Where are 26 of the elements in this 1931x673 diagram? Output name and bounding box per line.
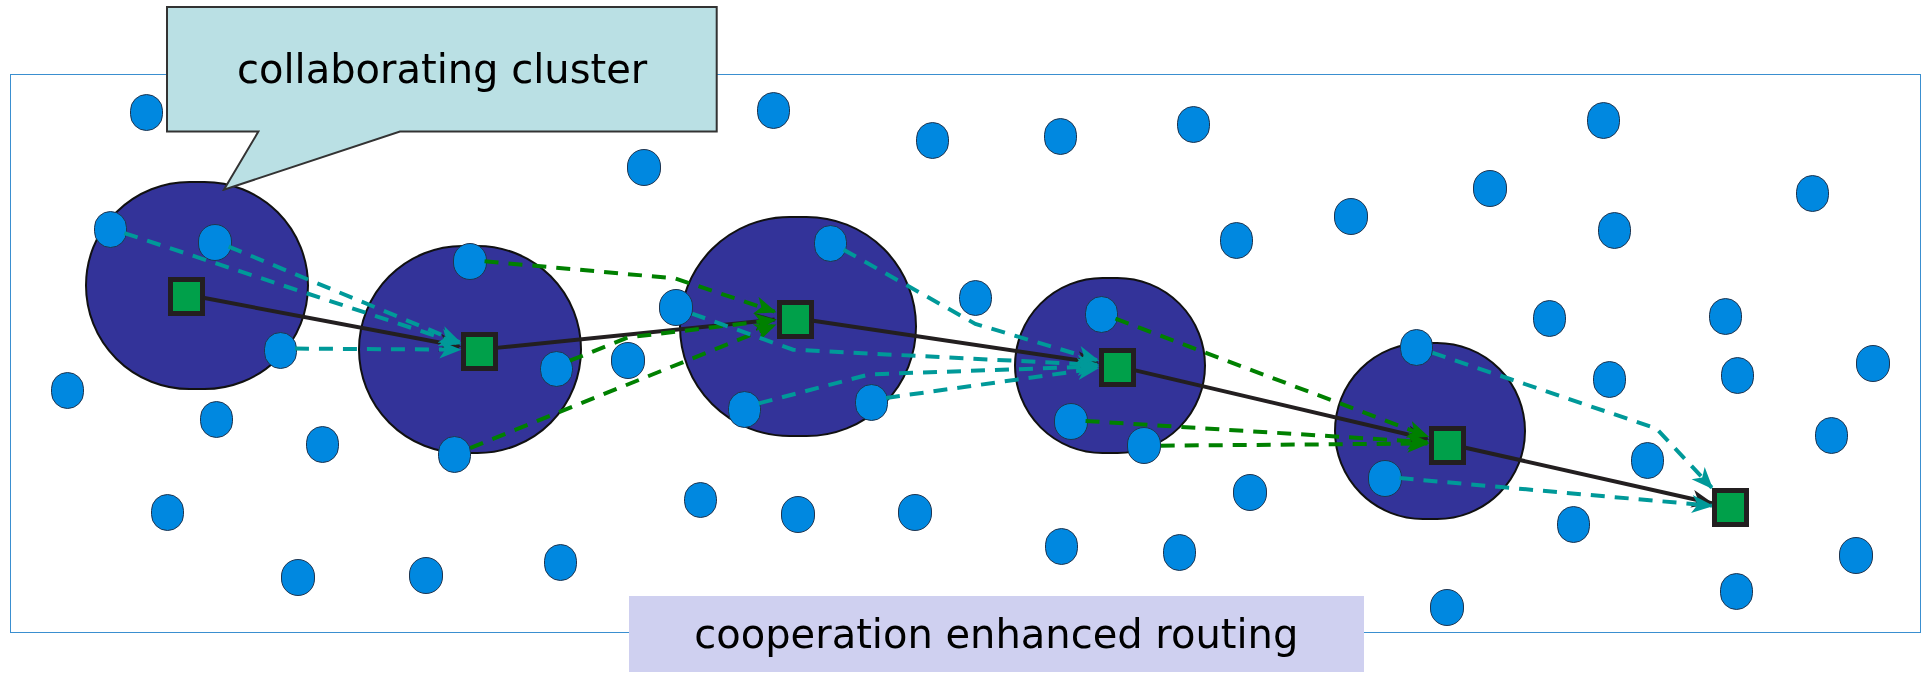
arrow <box>1133 368 1430 444</box>
arrow <box>496 312 777 350</box>
arrow <box>123 231 462 346</box>
arrow <box>569 313 777 363</box>
arrow <box>842 247 1100 364</box>
node-square <box>1099 348 1137 388</box>
node-square <box>1711 487 1749 528</box>
label-band <box>628 596 1364 673</box>
arrow <box>1160 434 1430 453</box>
arrow <box>758 358 1100 406</box>
node-square <box>168 276 206 317</box>
node-label: collaborating cluster <box>236 44 648 94</box>
speech-bubble <box>166 6 718 191</box>
node-square <box>776 300 814 340</box>
arrow <box>1085 418 1430 450</box>
arrow <box>1399 476 1714 513</box>
arrow <box>484 259 777 314</box>
node-square <box>461 332 499 372</box>
arrow <box>469 323 777 450</box>
arrow <box>227 244 462 344</box>
arrow <box>1431 350 1714 490</box>
node-square <box>1429 425 1467 465</box>
node-label: cooperation enhanced routing <box>694 610 1299 660</box>
arrow <box>1463 445 1714 508</box>
arrow <box>1114 316 1430 439</box>
arrow <box>294 340 462 359</box>
